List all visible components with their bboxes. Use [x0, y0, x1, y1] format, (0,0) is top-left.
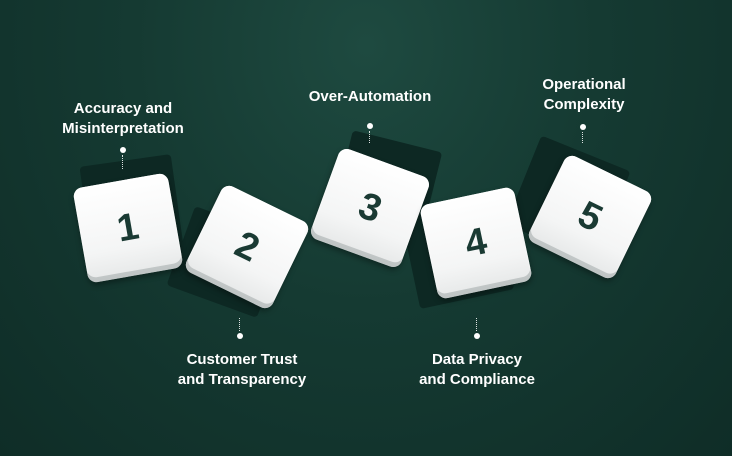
step-4-connector-dot: [474, 333, 480, 339]
step-2-number: 2: [228, 223, 266, 271]
step-3-number: 3: [352, 184, 388, 232]
step-5-label-line1: Operational: [542, 76, 626, 93]
step-4-connector-line: [476, 318, 477, 331]
step-5-connector-line: [582, 132, 583, 143]
step-2-label-line2: and Transparency: [177, 371, 307, 388]
step-4-tile: 4: [419, 186, 533, 300]
step-1-connector-line: [122, 155, 123, 169]
step-3-connector-line: [369, 131, 370, 143]
step-4-label: Data Privacy and Compliance: [400, 350, 554, 390]
step-4-number: 4: [461, 220, 491, 266]
step-3-label: Over-Automation: [290, 87, 450, 107]
step-1-number: 1: [113, 205, 143, 251]
step-1-label-line1: Accuracy and: [73, 100, 173, 117]
step-3-connector-dot: [367, 123, 373, 129]
step-5-connector-dot: [580, 124, 586, 130]
step-4-label-line2: and Compliance: [419, 371, 535, 388]
step-1-tile: 1: [72, 172, 184, 284]
step-4-label-line1: Data Privacy: [431, 351, 523, 368]
step-3-label-line1: Over-Automation: [308, 88, 432, 105]
step-2-label: Customer Trust and Transparency: [162, 350, 322, 390]
step-2-label-line1: Customer Trust: [186, 351, 298, 368]
step-1-label: Accuracy and Misinterpretation: [50, 99, 196, 139]
step-5-number: 5: [571, 193, 609, 241]
step-5-label-line2: Complexity: [543, 96, 625, 113]
step-1-label-line2: Misinterpretation: [62, 120, 184, 137]
step-1-connector-dot: [120, 147, 126, 153]
step-2-connector-dot: [237, 333, 243, 339]
step-2-connector-line: [239, 318, 240, 331]
step-5-label: Operational Complexity: [520, 75, 648, 115]
